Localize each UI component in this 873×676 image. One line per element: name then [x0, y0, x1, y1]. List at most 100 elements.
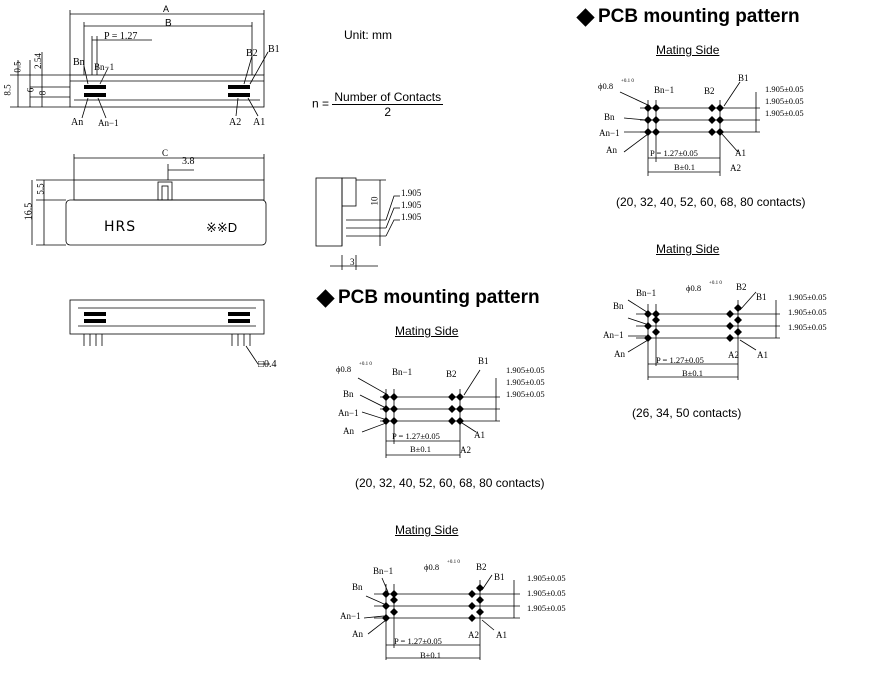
p1-a1: A1	[735, 148, 746, 158]
p4-bn1: Bn−1	[373, 566, 394, 576]
mating-side-label: Mating Side	[395, 324, 459, 338]
p3-bn1: Bn−1	[636, 288, 657, 298]
p2-bn1: Bn−1	[392, 367, 413, 377]
mating-side-label: Mating Side	[656, 242, 720, 256]
p1-an: An	[606, 145, 617, 155]
p4-a1: A1	[496, 630, 507, 640]
product-mark: ※※D	[206, 220, 238, 235]
p4-r1: 1.905±0.05	[527, 573, 566, 583]
b2-label: B2	[246, 48, 258, 59]
an1-label: An−1	[98, 118, 119, 128]
p1-a2: A2	[730, 163, 741, 173]
p4-an1: An−1	[340, 611, 361, 621]
p4-b2: B2	[476, 562, 487, 572]
p3-bdim: B±0.1	[682, 368, 703, 378]
p3-an: An	[614, 349, 625, 359]
p4-b1: B1	[494, 572, 505, 582]
an-label: An	[71, 117, 84, 128]
p2-r3: 1.905±0.05	[506, 389, 545, 399]
p3-b1: B1	[756, 292, 767, 302]
p2-dia: ϕ0.8	[336, 364, 352, 374]
p4-bn: Bn	[352, 582, 363, 592]
p3-an1: An−1	[603, 330, 624, 340]
dim-a-label: A	[163, 4, 170, 14]
p4-bdim: B±0.1	[420, 650, 441, 660]
pcb-heading-text: PCB mounting pattern	[598, 6, 800, 27]
unit-text: Unit: mm	[344, 28, 392, 42]
formula-lhs: n =	[312, 96, 330, 111]
p2-an1: An−1	[338, 408, 359, 418]
p4-r3: 1.905±0.05	[527, 603, 566, 613]
pcb-heading-middle: PCB mounting pattern	[316, 287, 540, 309]
p2-a1: A1	[474, 430, 485, 440]
pcb-heading-text: PCB mounting pattern	[338, 287, 540, 308]
caption-2: (20, 32, 40, 52, 60, 68, 80 contacts)	[355, 476, 545, 490]
pitch-1905-1: 1.905	[401, 188, 422, 198]
p1-bn1: Bn−1	[654, 85, 675, 95]
mating-side-label: Mating Side	[395, 523, 459, 537]
p3-bn: Bn	[613, 301, 624, 311]
p2-r1: 1.905±0.05	[506, 365, 545, 375]
caption-3: (26, 34, 50 contacts)	[632, 406, 742, 420]
bn-label: Bn	[73, 57, 85, 68]
bn1-label: Bn−1	[94, 62, 115, 72]
dim-b-label: B	[165, 18, 172, 29]
p1-tol: +0.1 0	[621, 79, 634, 84]
formula-fraction: Number of Contacts 2	[332, 90, 444, 119]
p2-b1: B1	[478, 356, 489, 366]
p3-b2: B2	[736, 282, 747, 292]
pitch-1905-3: 1.905	[401, 212, 422, 222]
p3-r1: 1.905±0.05	[788, 292, 827, 302]
caption-1: (20, 32, 40, 52, 60, 68, 80 contacts)	[616, 195, 806, 209]
p2-bn: Bn	[343, 389, 354, 399]
p1-an1: An−1	[599, 128, 620, 138]
p2-an: An	[343, 426, 354, 436]
p2-pitch: P = 1.27±0.05	[392, 431, 440, 441]
p1-bdim: B±0.1	[674, 162, 695, 172]
hrs-logo: HRS	[104, 219, 137, 235]
p1-dia: ϕ0.8	[598, 81, 614, 91]
b1-label: B1	[268, 44, 280, 55]
dim-c-label: C	[162, 148, 169, 158]
p3-tol: +0.1 0	[709, 281, 722, 286]
p3-a2: A2	[728, 350, 739, 360]
p4-r2: 1.905±0.05	[527, 588, 566, 598]
p1-r1: 1.905±0.05	[765, 84, 804, 94]
p4-an: An	[352, 629, 363, 639]
p4-pitch: P = 1.27±0.05	[394, 636, 442, 646]
p2-tol: +0.1 0	[359, 362, 372, 367]
p2-r2: 1.905±0.05	[506, 377, 545, 387]
p1-r2: 1.905±0.05	[765, 96, 804, 106]
contact-formula: n = Number of Contacts 2	[312, 90, 444, 119]
p3-a1: A1	[757, 350, 768, 360]
p1-b1: B1	[738, 73, 749, 83]
a1-label: A1	[253, 117, 266, 128]
p4-a2: A2	[468, 630, 479, 640]
pcb-heading-right: PCB mounting pattern	[576, 6, 800, 28]
dim-3-label: 3	[350, 257, 355, 267]
p4-dia: ϕ0.8	[424, 562, 440, 572]
mating-side-label: Mating Side	[656, 43, 720, 57]
p1-bn: Bn	[604, 112, 615, 122]
p3-pitch: P = 1.27±0.05	[656, 355, 704, 365]
p1-b2: B2	[704, 86, 715, 96]
a2-label: A2	[229, 117, 242, 128]
p4-tol: +0.1 0	[447, 560, 460, 565]
dim-38-label: 3.8	[182, 156, 195, 167]
p2-a2: A2	[460, 445, 471, 455]
formula-numerator: Number of Contacts	[332, 90, 444, 105]
p1-pitch: P = 1.27±0.05	[650, 148, 698, 158]
p3-r2: 1.905±0.05	[788, 307, 827, 317]
pitch-1905-2: 1.905	[401, 200, 422, 210]
pitch-label: P = 1.27	[104, 31, 138, 42]
formula-denominator: 2	[384, 105, 392, 119]
p2-bdim: B±0.1	[410, 444, 431, 454]
